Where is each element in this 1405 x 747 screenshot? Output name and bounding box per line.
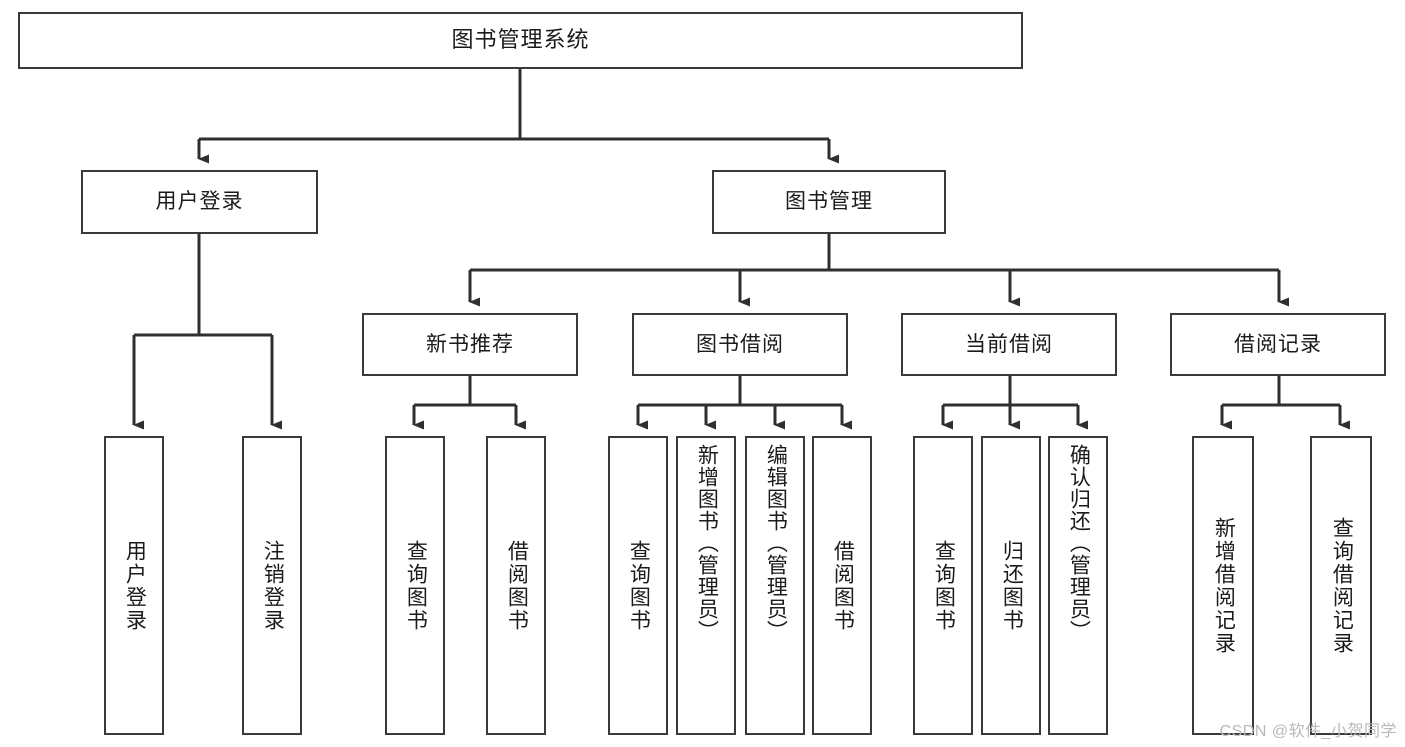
leaf-edit-book[interactable]: 编辑图书（管理员） (745, 436, 805, 735)
leaf-query-book-3-label: 查询图书 (932, 539, 956, 632)
node-current-borrow-label: 当前借阅 (965, 332, 1053, 356)
leaf-query-book-2-label: 查询图书 (627, 539, 651, 632)
leaf-user-login[interactable]: 用户登录 (104, 436, 164, 735)
node-borrow-record-label: 借阅记录 (1234, 332, 1322, 356)
node-book-management[interactable]: 图书管理 (712, 170, 946, 234)
leaf-add-book[interactable]: 新增图书（管理员） (676, 436, 736, 735)
leaf-query-book-1-label: 查询图书 (404, 539, 428, 632)
node-root-book-management-system[interactable]: 图书管理系统 (18, 12, 1023, 69)
node-new-book-recommend-label: 新书推荐 (426, 332, 514, 356)
leaf-borrow-book-1-label: 借阅图书 (505, 539, 529, 632)
leaf-confirm-return[interactable]: 确认归还（管理员） (1048, 436, 1108, 735)
leaf-borrow-book-1[interactable]: 借阅图书 (486, 436, 546, 735)
leaf-add-book-label: 新增图书（管理员） (695, 444, 719, 642)
leaf-query-borrow-record-label: 查询借阅记录 (1330, 516, 1354, 655)
watermark-text: CSDN @软件_小贺同学 (1219, 723, 1397, 740)
leaf-confirm-return-label: 确认归还（管理员） (1067, 444, 1091, 642)
node-root-label: 图书管理系统 (451, 27, 590, 53)
node-new-book-recommend[interactable]: 新书推荐 (362, 313, 578, 376)
leaf-return-book-label: 归还图书 (1000, 539, 1024, 632)
leaf-user-login-label: 用户登录 (123, 539, 147, 632)
leaf-query-book-1[interactable]: 查询图书 (385, 436, 445, 735)
leaf-query-book-3[interactable]: 查询图书 (913, 436, 973, 735)
leaf-borrow-book-2-label: 借阅图书 (831, 539, 855, 632)
node-book-borrow-label: 图书借阅 (696, 332, 784, 356)
leaf-add-borrow-record-label: 新增借阅记录 (1212, 516, 1236, 655)
node-book-management-label: 图书管理 (785, 190, 873, 214)
node-borrow-record[interactable]: 借阅记录 (1170, 313, 1386, 376)
node-user-login[interactable]: 用户登录 (81, 170, 318, 234)
leaf-query-book-2[interactable]: 查询图书 (608, 436, 668, 735)
leaf-query-borrow-record[interactable]: 查询借阅记录 (1310, 436, 1372, 735)
leaf-borrow-book-2[interactable]: 借阅图书 (812, 436, 872, 735)
leaf-logout-login[interactable]: 注销登录 (242, 436, 302, 735)
node-current-borrow[interactable]: 当前借阅 (901, 313, 1117, 376)
leaf-edit-book-label: 编辑图书（管理员） (764, 444, 788, 642)
node-book-borrow[interactable]: 图书借阅 (632, 313, 848, 376)
node-user-login-label: 用户登录 (155, 190, 244, 214)
leaf-return-book[interactable]: 归还图书 (981, 436, 1041, 735)
leaf-add-borrow-record[interactable]: 新增借阅记录 (1192, 436, 1254, 735)
leaf-logout-login-label: 注销登录 (261, 539, 285, 632)
